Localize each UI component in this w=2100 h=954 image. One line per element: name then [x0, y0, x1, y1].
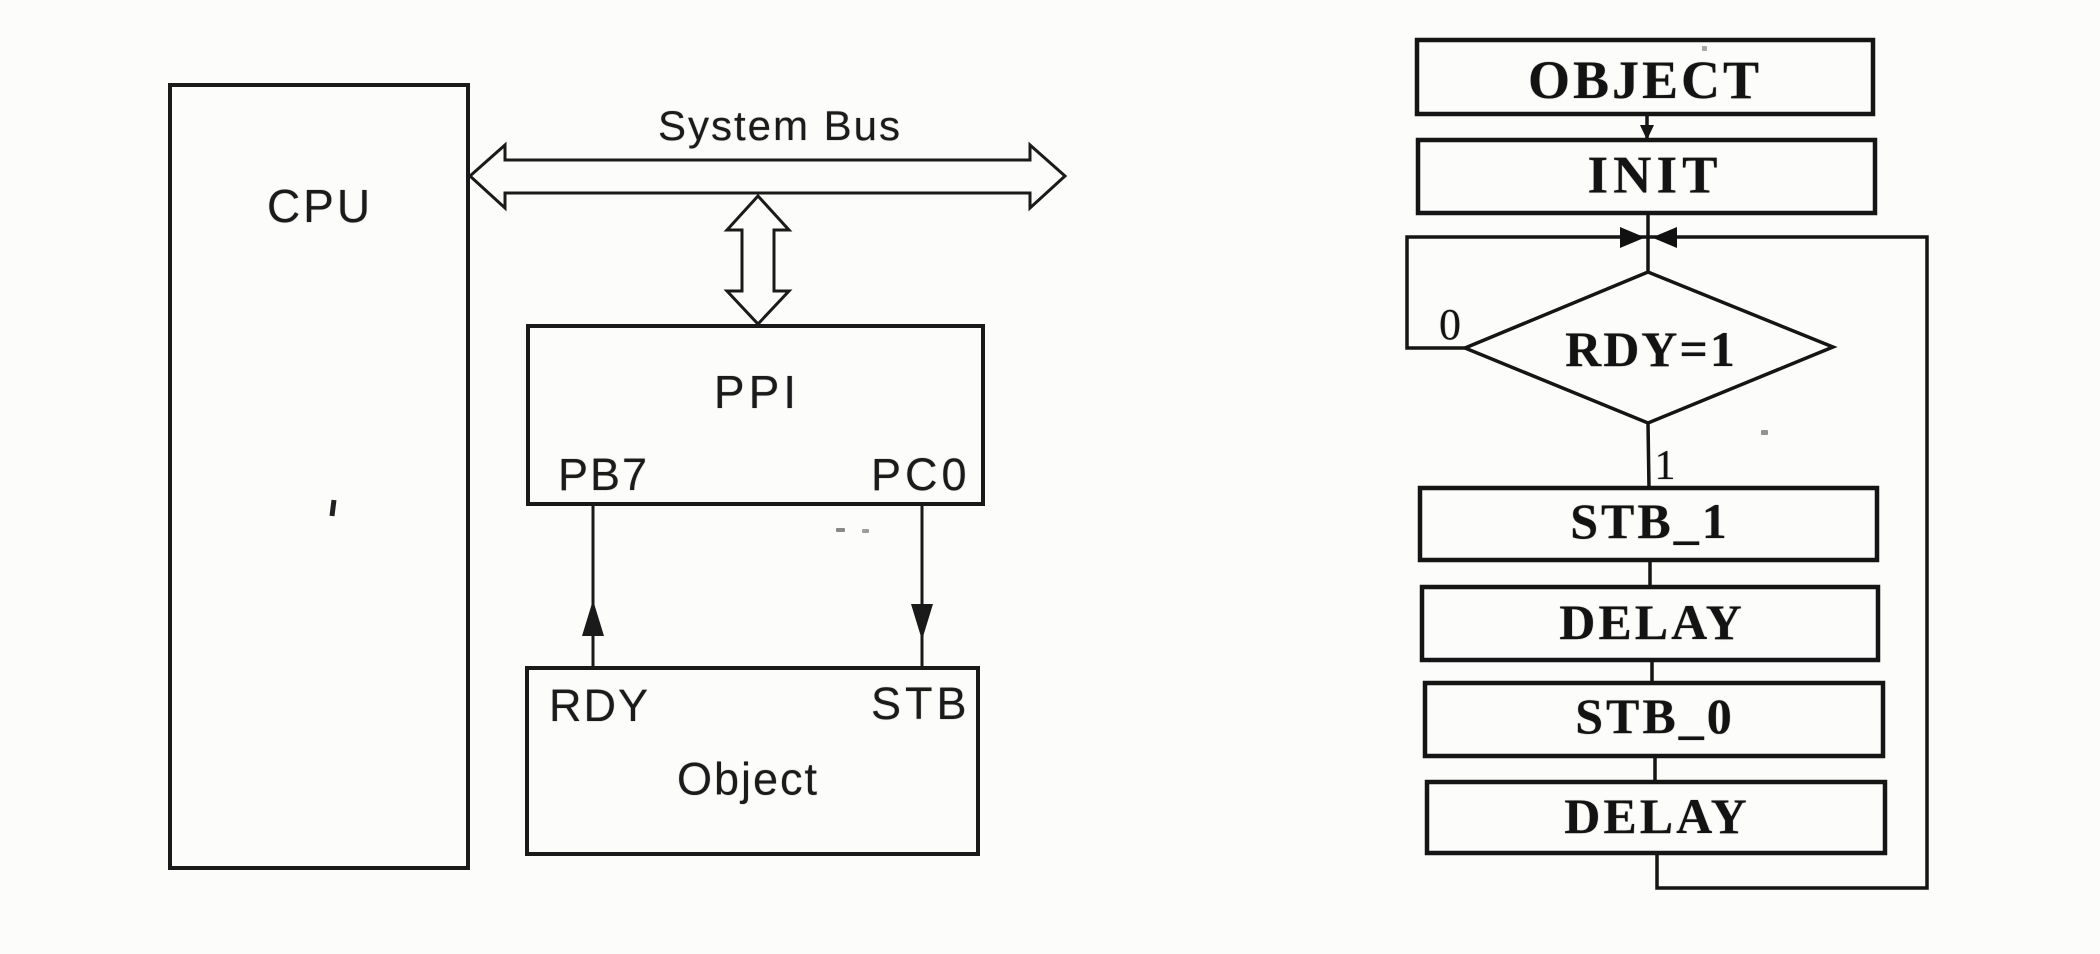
object-rdy-label: RDY [549, 680, 651, 731]
decision-stb1-connector [1646, 422, 1651, 489]
flow-init-label: INIT [1587, 146, 1723, 205]
flow-object-label: OBJECT [1527, 50, 1763, 110]
rdy-up-arrowhead [582, 600, 604, 636]
object-label: Object [676, 753, 820, 805]
system-bus-label: System Bus [657, 102, 903, 149]
object-init-arrowhead [1640, 125, 1654, 140]
flow-delay2-label: DELAY [1564, 788, 1750, 844]
flow-stb1-label: STB_1 [1570, 493, 1730, 549]
flow-object-box [1414, 37, 1876, 117]
scan-artifact-tick [329, 499, 337, 517]
cpu-box [168, 83, 470, 870]
ppi-label: PPI [713, 366, 801, 418]
loop-path [1405, 235, 1929, 890]
cpu-label: CPU [266, 180, 374, 232]
decision-branch-no-label: 0 [1439, 300, 1461, 349]
system-bus-arrow [467, 141, 1068, 212]
flow-delay1-label: DELAY [1559, 594, 1745, 650]
bus-ppi-arrow [723, 193, 793, 327]
flow-delay1-box [1419, 584, 1881, 663]
decision-label: RDY=1 [1565, 321, 1737, 377]
object-box [525, 666, 980, 856]
merge-arrowhead-left [1620, 227, 1645, 248]
ppi-pin-pc0-label: PC0 [871, 449, 971, 500]
flow-delay2-box [1424, 779, 1888, 856]
flow-stb0-label: STB_0 [1575, 688, 1735, 744]
object-stb-label: STB [871, 678, 971, 729]
scan-speck [1702, 46, 1707, 51]
scan-speck [862, 529, 869, 533]
scan-speck [1761, 430, 1768, 435]
ppi-box [526, 324, 985, 506]
ppi-pin-pb7-label: PB7 [558, 449, 650, 500]
merge-arrowhead-right [1652, 227, 1677, 248]
stb-down-arrowhead [911, 604, 933, 640]
decision-branch-yes-label: 1 [1654, 443, 1676, 489]
scan-speck [836, 528, 845, 532]
